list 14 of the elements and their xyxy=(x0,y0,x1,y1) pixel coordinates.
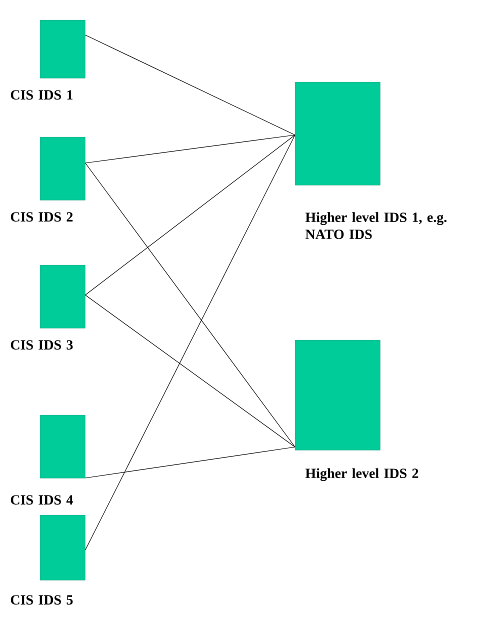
connector-line xyxy=(85,134,296,296)
box-label: CIS IDS 4 xyxy=(10,495,73,505)
connector-line xyxy=(85,294,296,448)
connector-line xyxy=(85,446,296,478)
box-label: Higher level IDS 1, e.g. NATO IDS xyxy=(305,212,447,240)
connector-line xyxy=(85,134,296,550)
connector-line xyxy=(85,34,296,136)
box-label: CIS IDS 3 xyxy=(10,340,73,350)
box-label: CIS IDS 2 xyxy=(10,212,73,222)
box-label: CIS IDS 1 xyxy=(10,90,72,100)
connector-line xyxy=(85,162,296,448)
connector-line xyxy=(85,134,296,164)
box-label: Higher level IDS 2 xyxy=(305,468,418,481)
box-label: CIS IDS 5 xyxy=(10,595,73,605)
